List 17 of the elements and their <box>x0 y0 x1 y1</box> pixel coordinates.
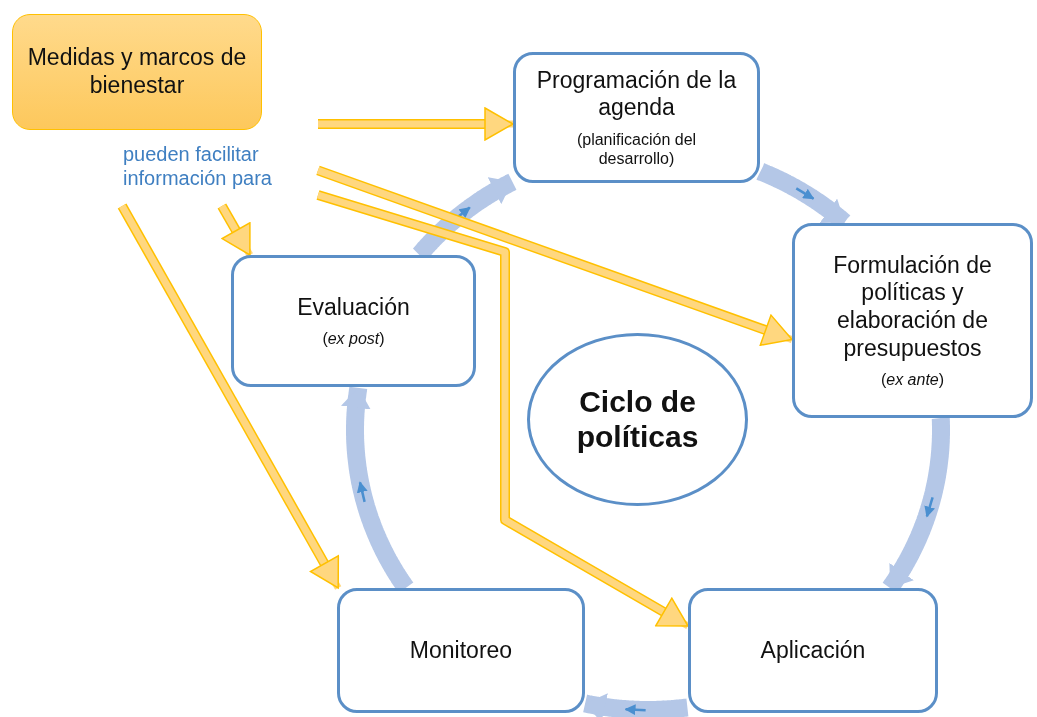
box-title: Programación de la agenda <box>535 66 738 122</box>
annotation-text: pueden facilitar información para <box>123 142 273 190</box>
box-title: Evaluación <box>296 293 411 322</box>
box-title: Aplicación <box>759 636 867 665</box>
cycle-title: Ciclo de políticas <box>575 385 700 454</box>
box-title: Medidas y marcos de bienestar <box>26 44 248 100</box>
process-box <box>337 588 585 713</box>
process-box <box>688 588 938 713</box>
box-subtitle: (ex post) <box>322 329 385 349</box>
box-title: Monitoreo <box>408 636 514 665</box>
process-box <box>792 223 1033 418</box>
box-subtitle: (planificación del desarrollo) <box>575 129 698 169</box>
info-box <box>12 14 262 130</box>
box-subtitle: (ex ante) <box>880 370 945 390</box>
process-box <box>231 255 476 387</box>
process-box <box>513 52 760 183</box>
box-title: Formulación de políticas y elaboración de presupuestos <box>832 251 993 363</box>
